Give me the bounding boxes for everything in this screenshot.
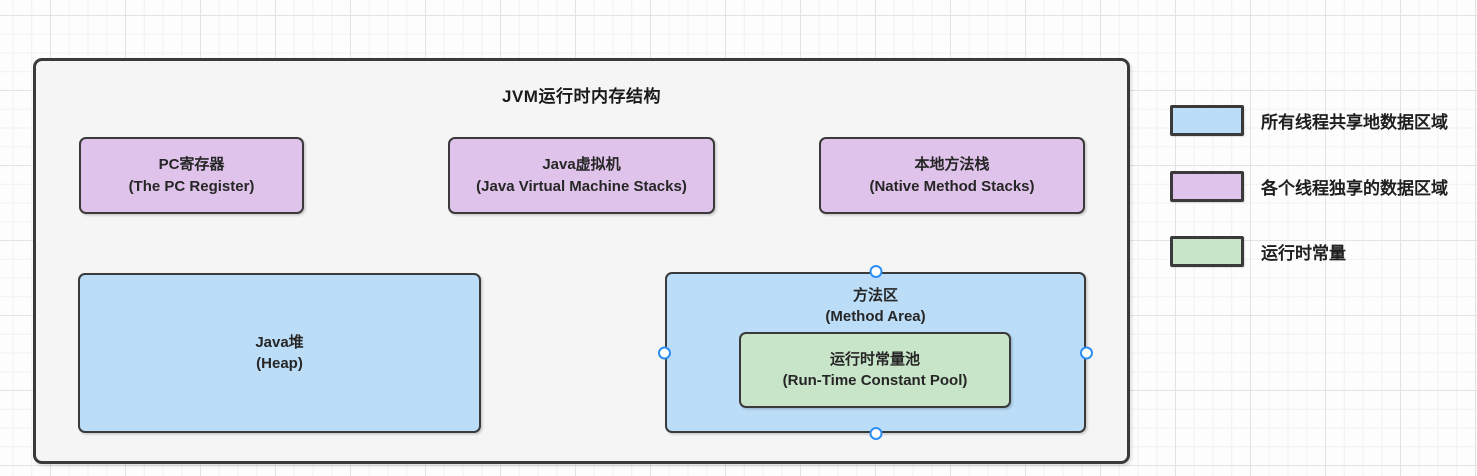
- selection-handle-top[interactable]: [869, 265, 882, 278]
- diagram-title: JVM运行时内存结构: [502, 87, 661, 106]
- node-native-method-stacks[interactable]: 本地方法栈 (Native Method Stacks): [819, 137, 1085, 214]
- node-jvm-stacks-subtitle: (Java Virtual Machine Stacks): [476, 177, 687, 195]
- selection-handle-left[interactable]: [658, 346, 671, 359]
- node-runtime-constant-pool-title: 运行时常量池: [829, 350, 920, 368]
- node-runtime-constant-pool[interactable]: 运行时常量池 (Run-Time Constant Pool): [739, 332, 1011, 408]
- jvm-memory-container-shape[interactable]: JVM运行时内存结构 PC寄存器 (The PC Register) Java虚…: [33, 58, 1130, 464]
- legend-label-constant[interactable]: 运行时常量: [1261, 244, 1346, 263]
- legend-item-constant: 运行时常量: [1170, 236, 1346, 267]
- node-native-method-stacks-subtitle: (Native Method Stacks): [869, 177, 1035, 195]
- node-method-area-subtitle: (Method Area): [825, 308, 926, 326]
- legend-item-private: 各个线程独享的数据区域: [1170, 171, 1448, 202]
- selection-handle-right[interactable]: [1080, 346, 1093, 359]
- node-pc-register-title: PC寄存器: [158, 156, 225, 174]
- legend-swatch-shared[interactable]: [1170, 105, 1244, 136]
- selection-handle-bottom[interactable]: [869, 427, 882, 440]
- legend-swatch-constant[interactable]: [1170, 236, 1244, 267]
- node-native-method-stacks-title: 本地方法栈: [914, 156, 990, 174]
- node-pc-register-subtitle: (The PC Register): [128, 177, 255, 195]
- legend-item-shared: 所有线程共享地数据区域: [1170, 105, 1448, 136]
- node-heap[interactable]: Java堆 (Heap): [78, 273, 481, 433]
- node-heap-title: Java堆: [255, 333, 304, 351]
- node-heap-subtitle: (Heap): [256, 355, 303, 372]
- legend-swatch-private[interactable]: [1170, 171, 1244, 202]
- node-method-area-title: 方法区: [852, 287, 898, 304]
- legend-label-shared[interactable]: 所有线程共享地数据区域: [1261, 113, 1448, 132]
- node-runtime-constant-pool-subtitle: (Run-Time Constant Pool): [782, 372, 968, 389]
- legend-label-private[interactable]: 各个线程独享的数据区域: [1261, 179, 1448, 198]
- node-method-area[interactable]: 方法区 (Method Area) 运行时常量池 (Run-Time Const…: [658, 265, 1093, 440]
- node-jvm-stacks-title: Java虚拟机: [542, 156, 621, 174]
- node-pc-register[interactable]: PC寄存器 (The PC Register): [79, 137, 304, 214]
- node-jvm-stacks[interactable]: Java虚拟机 (Java Virtual Machine Stacks): [448, 137, 715, 214]
